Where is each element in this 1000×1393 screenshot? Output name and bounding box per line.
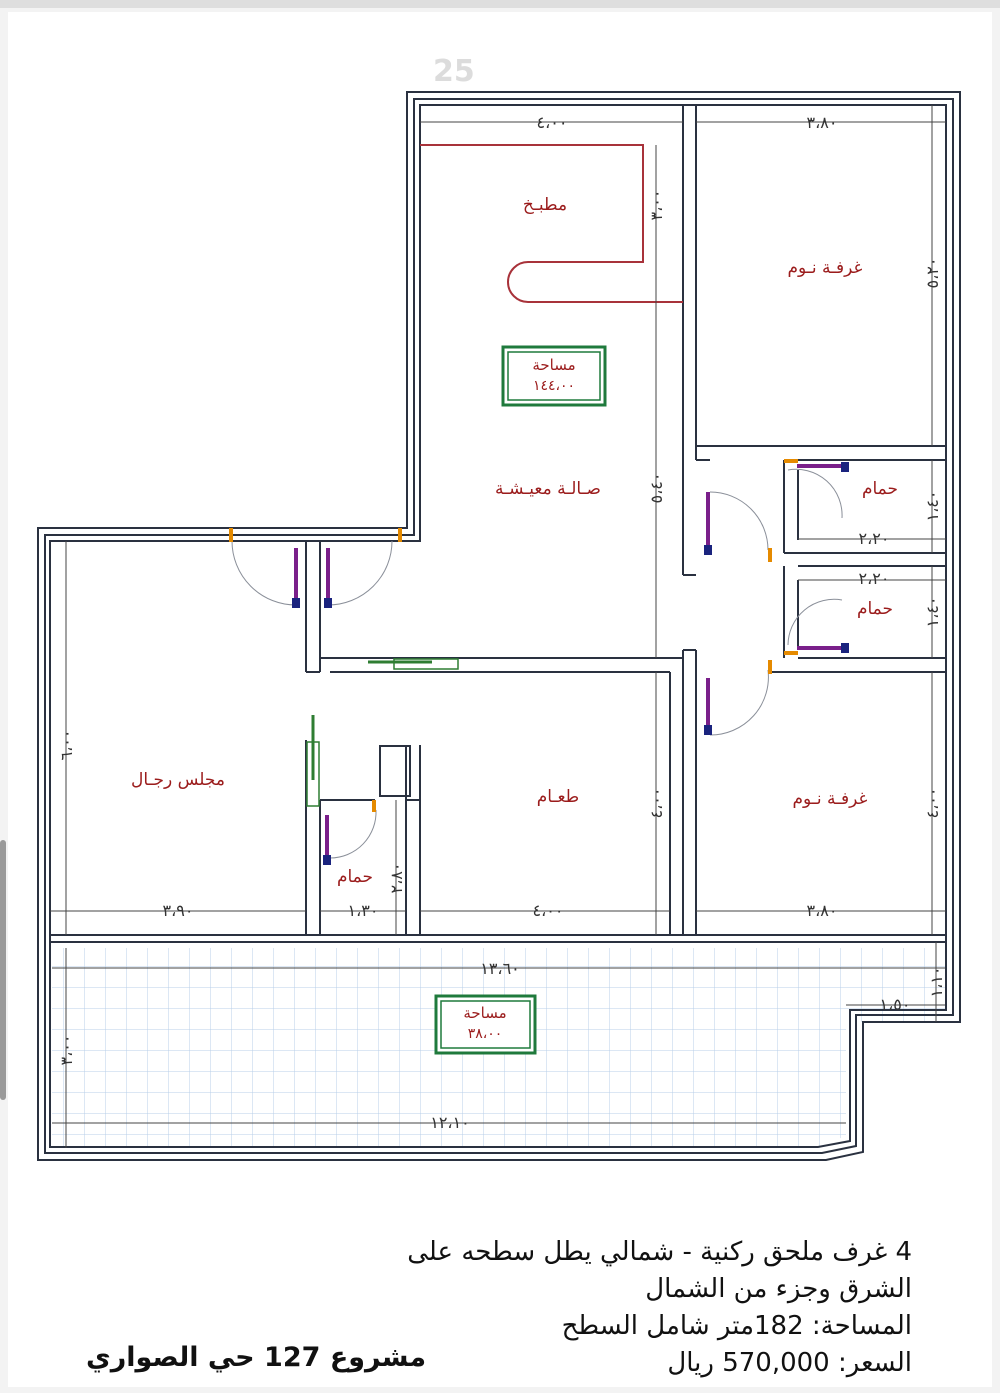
dim-dining-depth: ٤،٠٠ (647, 788, 666, 819)
dim-living-depth: ٥،٤٠ (647, 473, 666, 504)
indoor-area-value: ١٤٤،٠٠ (533, 378, 575, 394)
dimension-lines (50, 105, 946, 1148)
dim-roof-depth: ٣،٠٠ (57, 1035, 76, 1066)
listing-description: 4 غرف ملحق ركنية - شمالي يطل سطحه على ال… (352, 1234, 912, 1382)
room-label-bedroom-bottom: غرفـة نـوم (793, 789, 868, 809)
dim-majlis-width: ٣،٩٠ (163, 901, 194, 920)
room-label-kitchen: مطبـخ (523, 195, 567, 215)
room-label-bathroom-2: حمام (857, 599, 893, 619)
dim-bedroom-top-depth: ٥،٢٠ (923, 258, 942, 289)
page-number: 25 (433, 54, 475, 89)
dim-majlis-depth: ٦،٠٠ (57, 730, 76, 761)
dim-bedroom-bottom-width: ٣،٨٠ (807, 901, 838, 920)
dim-bath3-width: ١،٣٠ (348, 901, 379, 920)
dim-bath1-depth: ١،٤٠ (923, 491, 942, 522)
indoor-area-label: مساحة (532, 356, 575, 374)
description-line-2: الشرق وجزء من الشمال (645, 1274, 912, 1304)
floor-plan-drawing: مطبـخ صـالـة معيـشـة غرفـة نـوم حمام حما… (37, 91, 961, 1161)
door-jambs (229, 459, 798, 812)
door-hinges (292, 462, 849, 865)
description-line-area: المساحة: 182متر شامل السطح (561, 1311, 912, 1341)
dim-bath2-depth: ١،٤٠ (923, 597, 942, 628)
kitchen-counter (420, 144, 683, 303)
floor-plan-sheet: 25 (8, 12, 992, 1387)
room-label-living: صـالـة معيـشـة (495, 479, 601, 499)
roof-area-box (434, 994, 537, 1055)
description-line-1: 4 غرف ملحق ركنية - شمالي يطل سطحه على (407, 1237, 912, 1267)
indoor-area-box (501, 345, 607, 407)
sliding-doors (306, 658, 459, 807)
dim-kitchen-depth: ٣،٠٠ (647, 190, 666, 221)
dim-bedroom-top-width: ٣،٨٠ (807, 113, 838, 132)
dim-roof-width-bottom: ١٢،١٠ (430, 1113, 470, 1132)
dim-roof-width-top: ١٣،٦٠ (480, 959, 520, 978)
scrollbar[interactable] (0, 840, 6, 1100)
roof-area-label: مساحة (463, 1004, 506, 1022)
interior-walls (50, 105, 946, 943)
roof-area-value: ٣٨،٠٠ (468, 1026, 503, 1042)
room-label-bedroom-top: غرفـة نـوم (788, 258, 863, 278)
dim-roof-step-depth: ١،١٠ (927, 967, 946, 998)
room-label-majlis: مجلس رجـال (131, 770, 225, 790)
dim-bedroom-bottom-depth: ٤،٠٠ (923, 788, 942, 819)
top-edge-bar (0, 0, 1000, 8)
project-title: مشروع 127 حي الصواري (86, 1342, 427, 1373)
door-swings (231, 468, 843, 859)
dim-bath3-depth: ٢،٨٠ (387, 863, 406, 894)
dim-bath2-width: ٢،٢٠ (859, 569, 890, 588)
room-label-dining: طعـام (537, 787, 579, 807)
description-line-price: السعر: 570,000 ريال (667, 1348, 912, 1378)
dim-dining-width: ٤،٠٠ (533, 901, 564, 920)
dim-kitchen-width: ٤،٠٠ (537, 113, 568, 132)
room-label-bathroom-1: حمام (862, 479, 898, 499)
dim-bath1-width: ٢،٢٠ (859, 529, 890, 548)
dim-roof-step-width: ١،٥٠ (880, 995, 911, 1014)
room-label-bathroom-3: حمام (337, 867, 373, 887)
door-leaves (294, 464, 845, 862)
